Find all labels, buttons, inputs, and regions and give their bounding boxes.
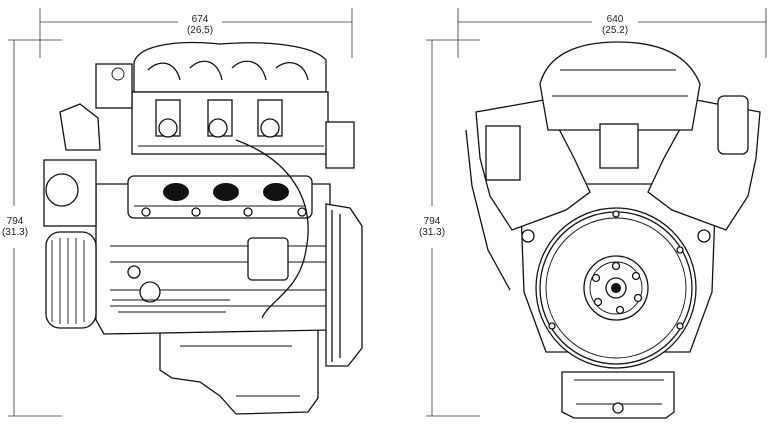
- front-width-mm: 640: [606, 14, 624, 25]
- engine-side-view: [43, 41, 363, 415]
- side-height-in: (31.3): [1, 227, 29, 238]
- side-view-dimension-lines: [8, 8, 353, 417]
- side-width-in: (26.5): [186, 25, 214, 36]
- engine-front-view: [465, 41, 761, 419]
- front-width-in: (25.2): [601, 25, 629, 36]
- front-view-dimension-lines: [426, 8, 767, 417]
- front-height-mm: 794: [423, 216, 441, 227]
- side-width-mm: 674: [191, 14, 209, 25]
- front-width-dimension-label: 640 (25.2): [592, 14, 638, 36]
- front-height-in: (31.3): [418, 227, 446, 238]
- front-height-dimension-label: 794 (31.3): [415, 216, 449, 238]
- side-height-dimension-label: 794 (31.3): [0, 216, 32, 238]
- side-height-mm: 794: [6, 216, 24, 227]
- side-width-dimension-label: 674 (26.5): [178, 14, 222, 36]
